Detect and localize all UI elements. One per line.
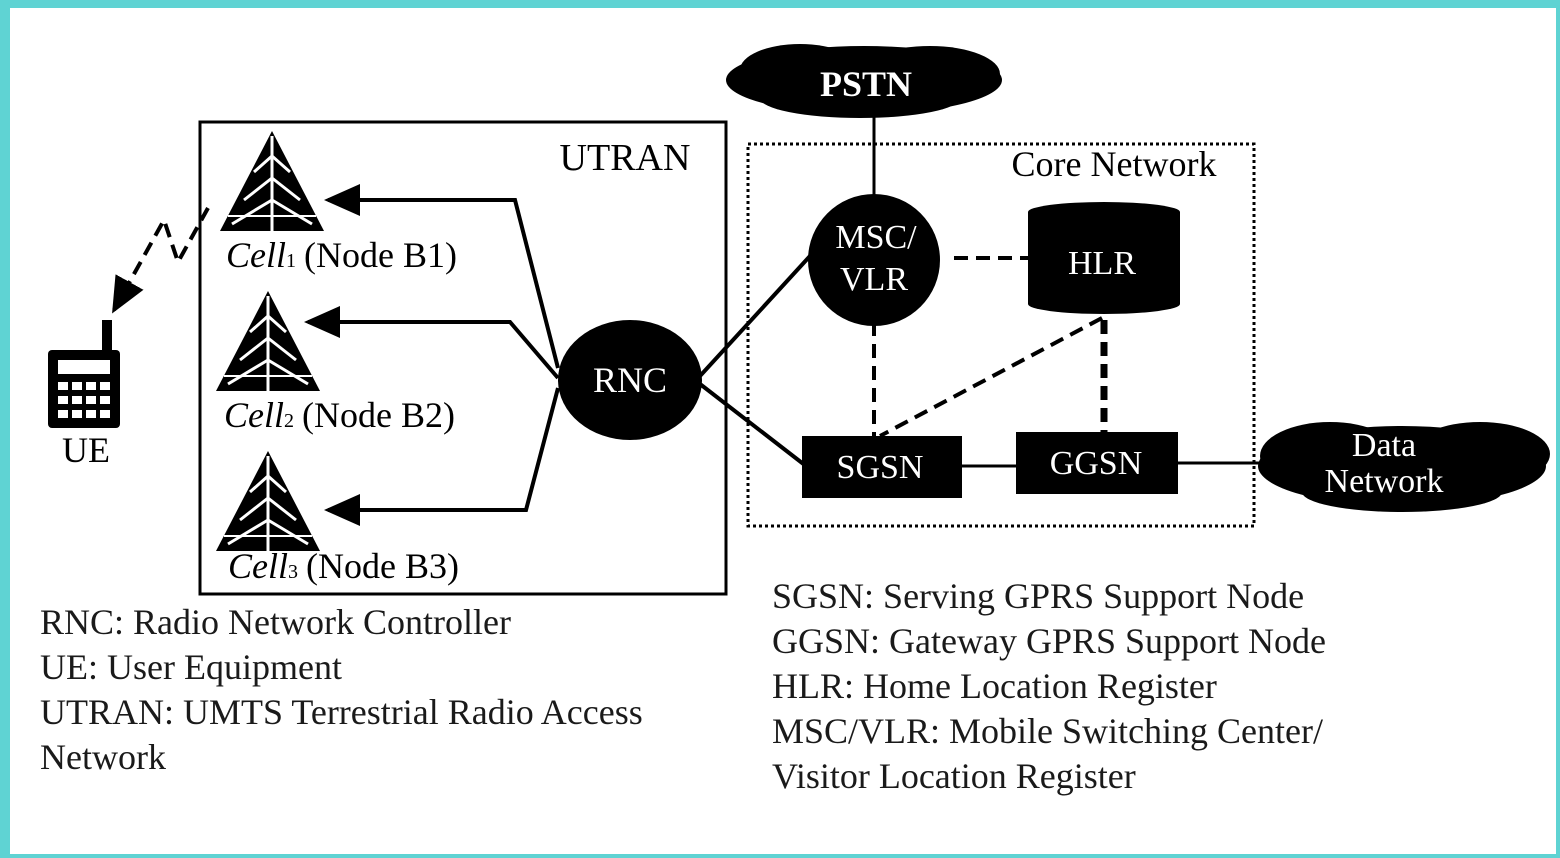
cell-tower-icon [214, 289, 322, 393]
legend-item: HLR: Home Location Register [772, 666, 1217, 706]
data-network-label-line2: Network [1325, 463, 1444, 500]
legend-item: GGSN: Gateway GPRS Support Node [772, 621, 1326, 661]
rnc-to-msc-link [698, 254, 812, 378]
msc-vlr-node: MSC/ VLR [808, 194, 940, 326]
ue-label: UE [62, 430, 110, 470]
pstn-cloud: PSTN [726, 44, 1002, 118]
rnc-label: RNC [593, 360, 667, 400]
ggsn-node: GGSN [1016, 432, 1178, 494]
legend-item: RNC: Radio Network Controller [40, 602, 511, 642]
hlr-node: HLR [1028, 202, 1180, 314]
rnc-to-cell3-link [324, 387, 560, 526]
legend-item: Network [40, 737, 166, 777]
umts-architecture-diagram: UTRAN Core Network Cell1(Node B1) Cell2(… [48, 44, 1550, 596]
diagram-canvas: UTRAN Core Network Cell1(Node B1) Cell2(… [10, 8, 1556, 854]
cell-tower-icon [214, 449, 322, 553]
legend-right: SGSN: Serving GPRS Support Node GGSN: Ga… [772, 574, 1326, 799]
radio-link [112, 207, 210, 314]
legend-item: UE: User Equipment [40, 647, 342, 687]
utran-label: UTRAN [560, 137, 691, 179]
legend-item: SGSN: Serving GPRS Support Node [772, 576, 1305, 616]
mobile-phone-icon [48, 320, 120, 428]
cell-3-label: Cell3(Node B3) [228, 546, 459, 586]
sgsn-label: SGSN [837, 449, 924, 486]
legend-item: MSC/VLR: Mobile Switching Center/ [772, 711, 1324, 751]
cell-tower-icon [218, 129, 326, 233]
msc-label-line1: MSC/ [835, 219, 917, 256]
msc-label-line2: VLR [840, 261, 908, 298]
core-network-label: Core Network [1012, 144, 1217, 184]
hlr-label: HLR [1068, 245, 1136, 282]
sgsn-node: SGSN [802, 436, 962, 498]
data-network-cloud: Data Network [1258, 422, 1550, 512]
rnc-to-sgsn-link [698, 382, 808, 468]
legend-item: UTRAN: UMTS Terrestrial Radio Access [40, 692, 643, 732]
data-network-label-line1: Data [1352, 427, 1416, 464]
rnc-to-cell1-link [324, 184, 560, 369]
cell-1-label: Cell1(Node B1) [226, 235, 457, 275]
cell-2-label: Cell2(Node B2) [224, 395, 455, 435]
core-network-box [746, 142, 1256, 528]
legend-item: Visitor Location Register [772, 756, 1136, 796]
pstn-label: PSTN [820, 64, 912, 104]
rnc-to-cell2-link [304, 306, 560, 380]
legend-left: RNC: Radio Network Controller UE: User E… [40, 600, 643, 780]
rnc-node: RNC [558, 320, 702, 440]
ggsn-label: GGSN [1050, 445, 1143, 482]
hlr-to-sgsn-link [879, 316, 1103, 438]
utran-box [198, 120, 728, 596]
